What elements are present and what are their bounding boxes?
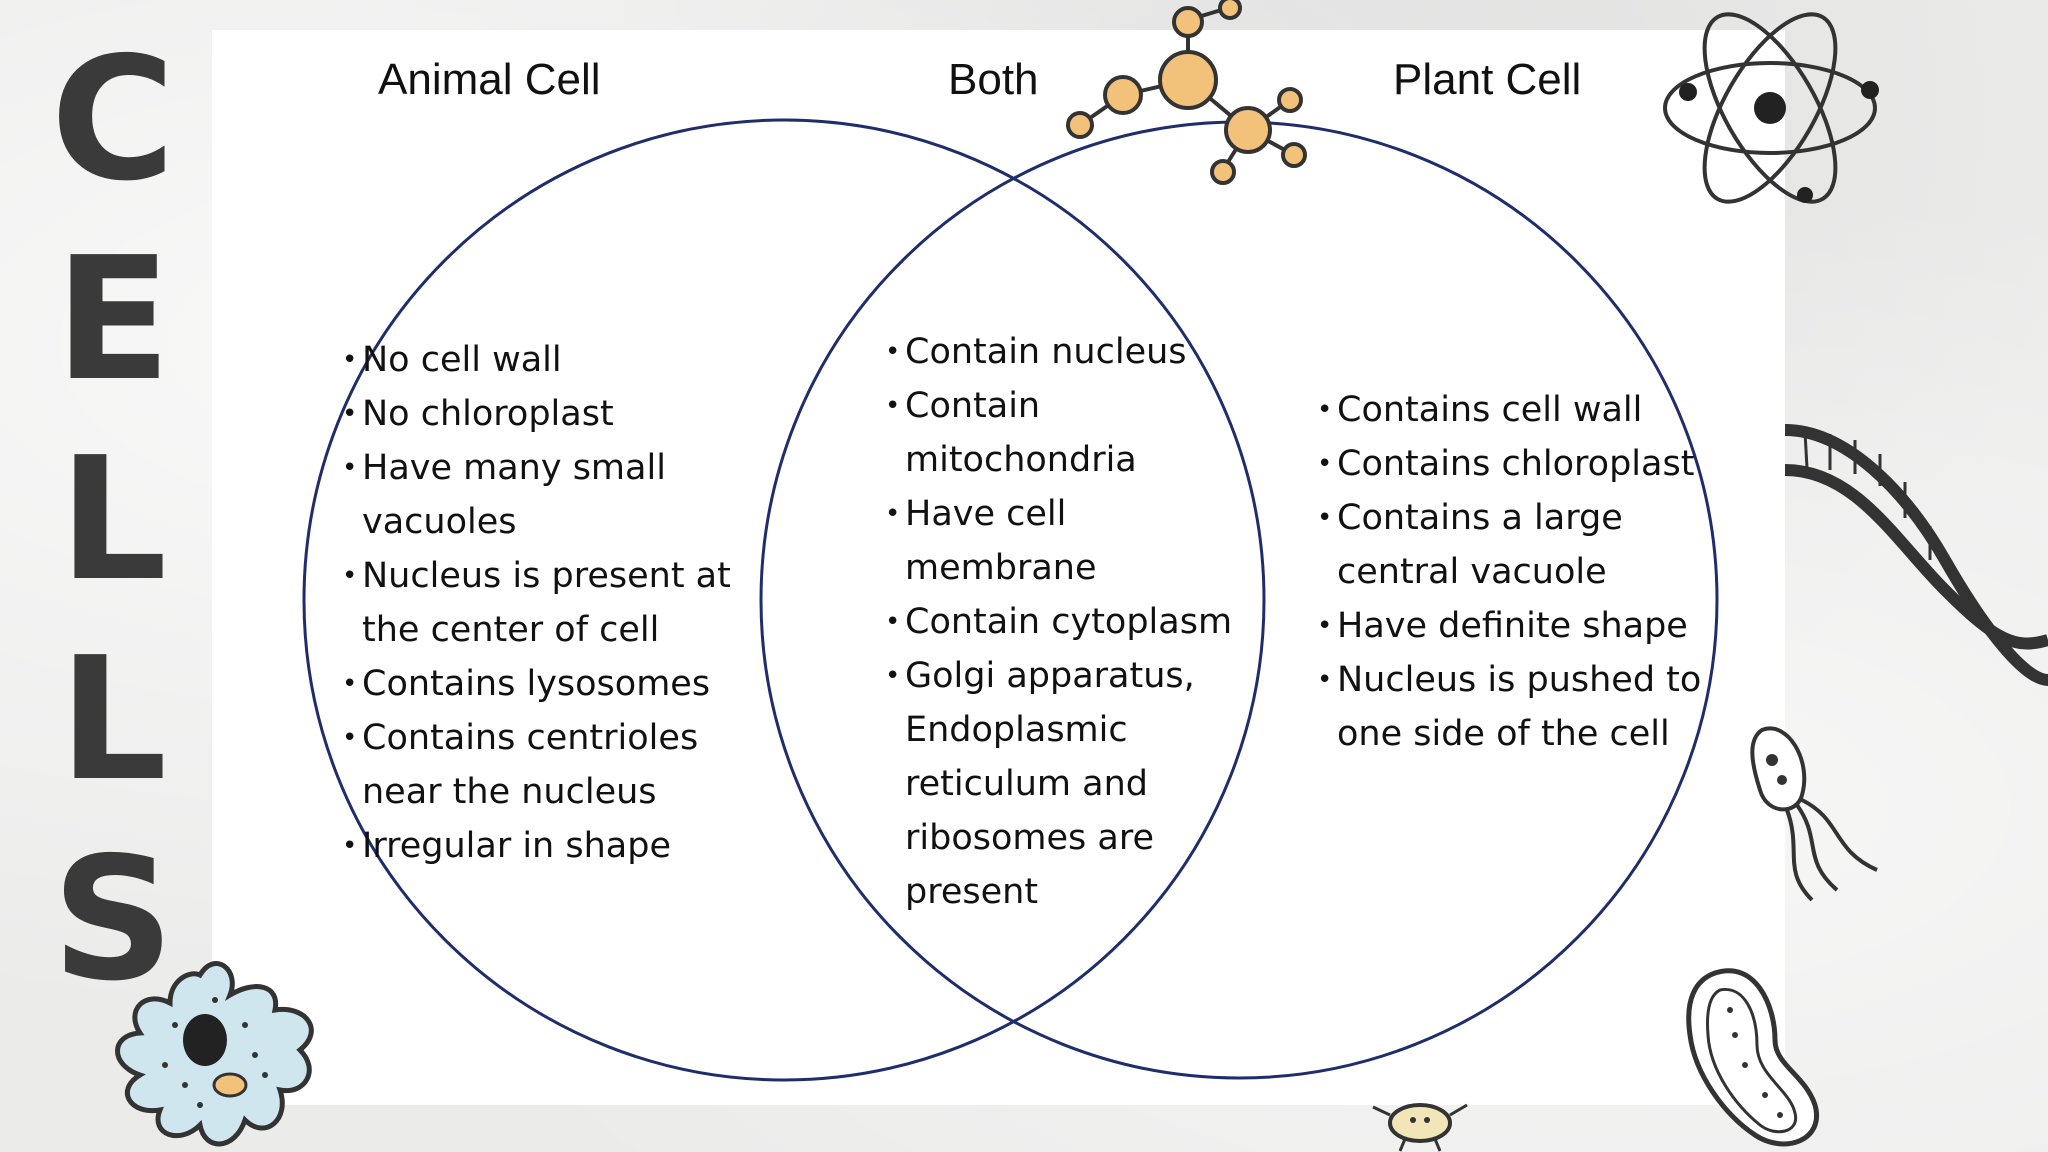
list-item: Contain cytoplasm — [885, 595, 1255, 649]
list-item: Contains centrioles near the nucleus — [342, 711, 732, 819]
list-item: Contains chloroplast — [1317, 437, 1737, 491]
animal-cell-list: No cell wall No chloroplast Have many sm… — [342, 333, 752, 873]
title-letter: C — [50, 21, 176, 219]
vertical-title: C E L L S — [38, 20, 188, 1020]
list-item: Contain nucleus — [885, 325, 1255, 379]
title-letter: S — [51, 821, 175, 1019]
list-item: Have many small vacuoles — [342, 441, 682, 549]
paramecium-icon — [1686, 968, 1820, 1147]
bacteria-icon — [1750, 726, 1878, 902]
animal-cell-circle — [302, 118, 1266, 1082]
atom-icon — [1663, 12, 1879, 204]
plant-cell-list: Contains cell wall Contains chloroplast … — [1317, 383, 1737, 761]
list-item: Contains a large central vacuole — [1317, 491, 1667, 599]
list-item: No cell wall — [342, 333, 752, 387]
list-item: Golgi apparatus, Endoplasmic reticulum a… — [885, 649, 1215, 919]
title-letter: L — [58, 421, 168, 619]
list-item: Nucleus is pushed to one side of the cel… — [1317, 653, 1747, 761]
both-list: Contain nucleus Contain mitochondria Hav… — [885, 325, 1255, 919]
animal-cell-heading: Animal Cell — [378, 55, 601, 104]
list-item: Have cell membrane — [885, 487, 1165, 595]
list-item: Have definite shape — [1317, 599, 1737, 653]
list-item: Irregular in shape — [342, 819, 752, 873]
list-item: Nucleus is present at the center of cell — [342, 549, 752, 657]
list-item: Contains lysosomes — [342, 657, 752, 711]
plant-cell-heading: Plant Cell — [1393, 55, 1582, 104]
both-heading: Both — [948, 55, 1039, 104]
list-item: Contains cell wall — [1317, 383, 1737, 437]
title-letter: E — [54, 221, 172, 419]
list-item: No chloroplast — [342, 387, 752, 441]
microbe-icon — [1372, 1103, 1468, 1152]
dna-helix-icon — [1785, 424, 2048, 686]
molecule-icon — [1066, 0, 1307, 185]
list-item: Contain mitochondria — [885, 379, 1165, 487]
venn-panel: Animal Cell Both Plant Cell No cell wall… — [212, 30, 1785, 1105]
title-letter: L — [58, 621, 168, 819]
amoeba-icon — [115, 961, 314, 1147]
